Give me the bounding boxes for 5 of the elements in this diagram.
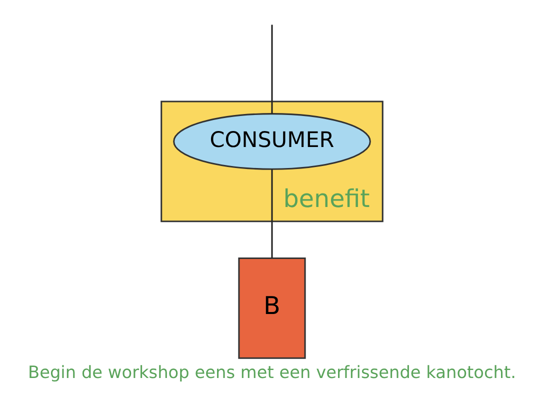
node-box: B <box>238 257 306 359</box>
connector <box>271 24 273 114</box>
node-ellipse: CONSUMER <box>173 113 371 170</box>
connector <box>271 169 273 258</box>
caption: Begin de workshop eens met een verfrissende kanotocht. <box>28 362 516 382</box>
